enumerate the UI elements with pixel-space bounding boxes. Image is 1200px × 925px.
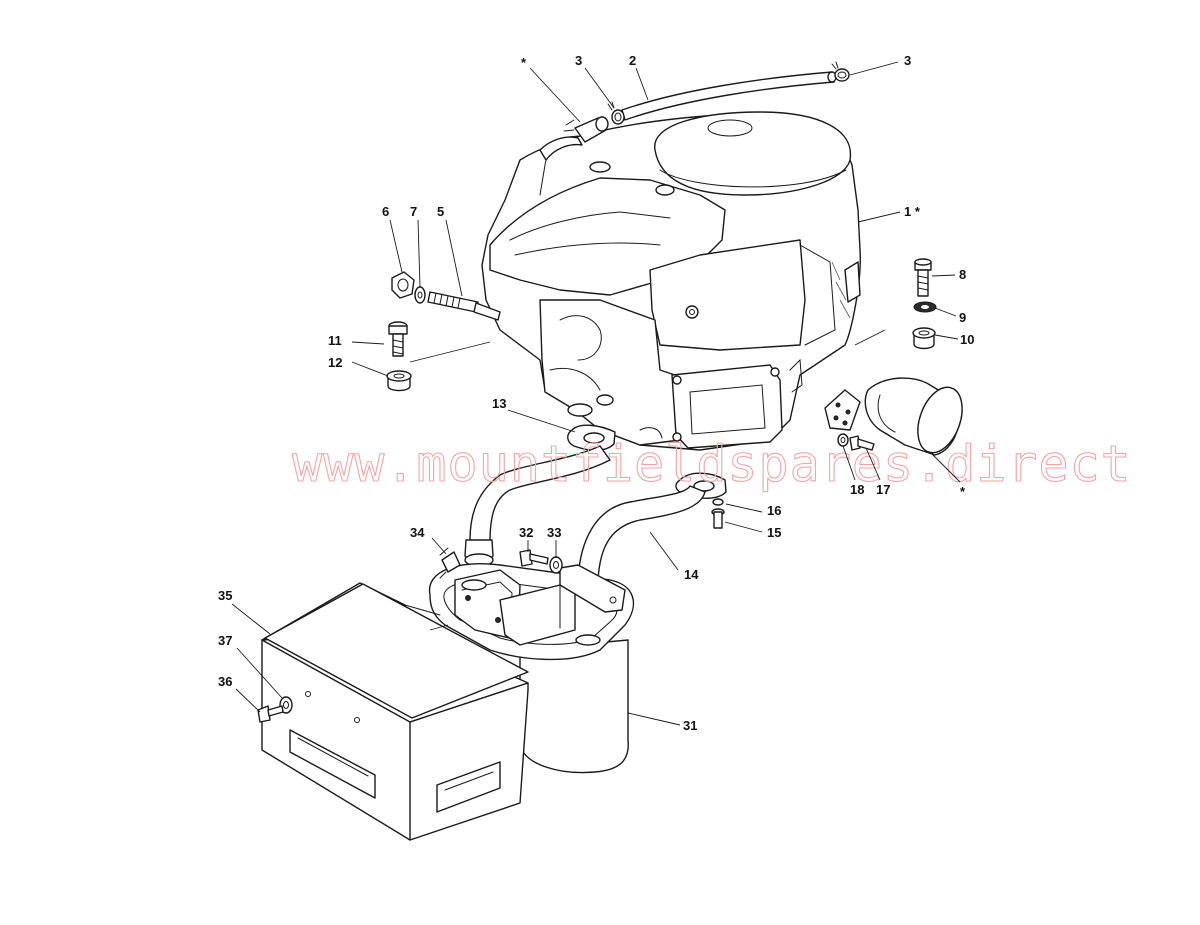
callout-14: 14	[684, 567, 699, 582]
callout-31: 31	[683, 718, 697, 733]
clip-34[interactable]	[439, 547, 461, 579]
leader-lines	[231, 61, 961, 726]
bolt-32[interactable]	[519, 549, 549, 567]
bolt-15[interactable]	[711, 508, 725, 529]
callout-34: 34	[410, 525, 425, 540]
fuel-hose[interactable]	[621, 71, 837, 121]
callout-35: 35	[218, 588, 232, 603]
nut-12[interactable]	[386, 370, 412, 392]
callout-13: 13	[492, 396, 506, 411]
hose-clip-left[interactable]	[607, 101, 625, 125]
silencer[interactable]	[428, 563, 635, 774]
bolt-17[interactable]	[849, 435, 875, 451]
stud[interactable]	[427, 291, 501, 321]
washer-16[interactable]	[712, 498, 724, 506]
callout-6: 6	[382, 204, 389, 219]
callout-37: 37	[218, 633, 232, 648]
callout-3b: 3	[904, 53, 911, 68]
callout-11: 11	[328, 333, 342, 348]
callout-12: 12	[328, 355, 342, 370]
bolt-11[interactable]	[388, 321, 408, 357]
callout-18: 18	[850, 482, 864, 497]
watermark-text: www.mountfieldspares.direct	[292, 435, 1132, 493]
callout-10: 10	[960, 332, 974, 347]
callout-7: 7	[410, 204, 417, 219]
nut-6[interactable]	[391, 271, 415, 299]
washer-7[interactable]	[414, 286, 426, 304]
oil-filter[interactable]	[864, 377, 970, 459]
hose-clip-right[interactable]	[831, 61, 850, 82]
washer-33[interactable]	[549, 556, 563, 574]
bolt-8[interactable]	[914, 258, 932, 297]
callout-17: 17	[876, 482, 890, 497]
bolt-36[interactable]	[257, 705, 284, 723]
filter-adapter-plate[interactable]	[824, 389, 861, 431]
fuel-pump-fitting[interactable]	[539, 116, 609, 161]
callout-star-right: *	[960, 484, 966, 499]
callout-labels: * 3 2 3 1 * 6 7 5 8 9 10 11 12 13 18 17 …	[218, 53, 974, 733]
callout-16: 16	[767, 503, 781, 518]
callout-5: 5	[437, 204, 444, 219]
callout-8: 8	[959, 267, 966, 282]
nut-10[interactable]	[912, 327, 936, 350]
callout-15: 15	[767, 525, 781, 540]
callout-star-top: *	[521, 55, 527, 70]
exhaust-pipe-left[interactable]	[464, 424, 616, 567]
washer-9[interactable]	[913, 301, 937, 313]
heat-shield[interactable]	[261, 582, 529, 841]
callout-9: 9	[959, 310, 966, 325]
callout-1: 1 *	[904, 204, 921, 219]
callout-2: 2	[629, 53, 636, 68]
engine-assembly[interactable]	[481, 111, 861, 451]
callout-32: 32	[519, 525, 533, 540]
callout-33: 33	[547, 525, 561, 540]
callout-3a: 3	[575, 53, 582, 68]
callout-36: 36	[218, 674, 232, 689]
